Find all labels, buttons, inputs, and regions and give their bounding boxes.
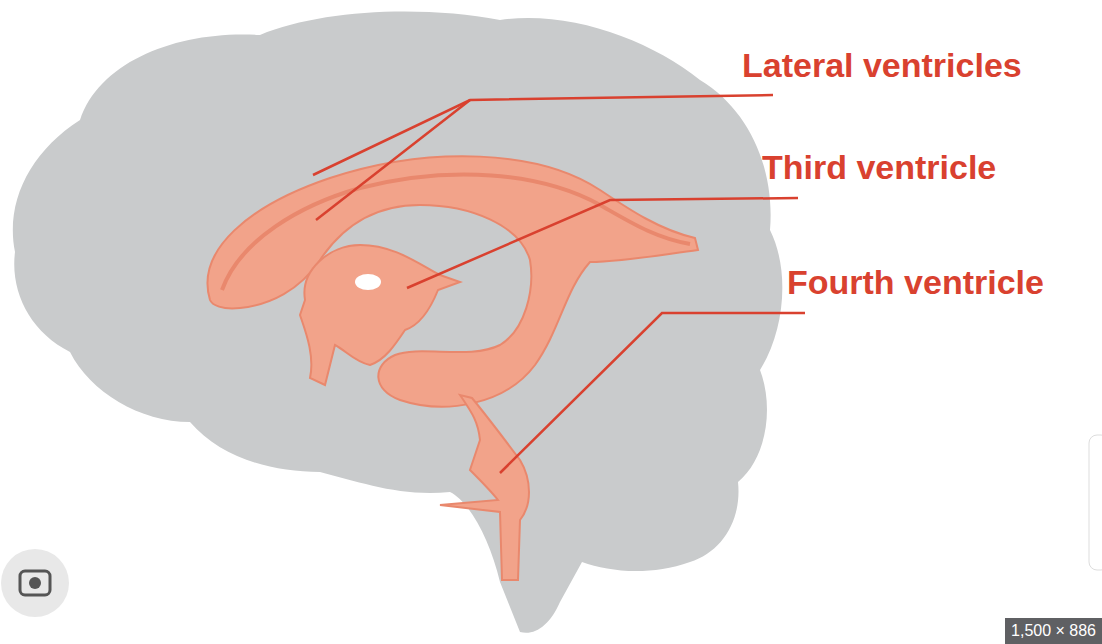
brain-silhouette	[13, 12, 783, 633]
structure-label: Lateral ventricles	[742, 46, 1022, 85]
lateral-ventricle	[208, 156, 698, 406]
lateral-ventricle-ridge	[222, 175, 690, 290]
third-ventricle	[300, 245, 460, 385]
interthalamic-adhesion	[355, 274, 381, 290]
side-tab	[1089, 435, 1102, 570]
leader-lines	[313, 95, 805, 473]
structure-label: Third ventricle	[762, 148, 996, 187]
image-size-watermark: 1,500 × 886	[1005, 618, 1102, 644]
fourth-ventricle	[440, 395, 529, 580]
lens-icon	[1, 549, 69, 617]
structure-label: Fourth ventricle	[787, 263, 1044, 302]
